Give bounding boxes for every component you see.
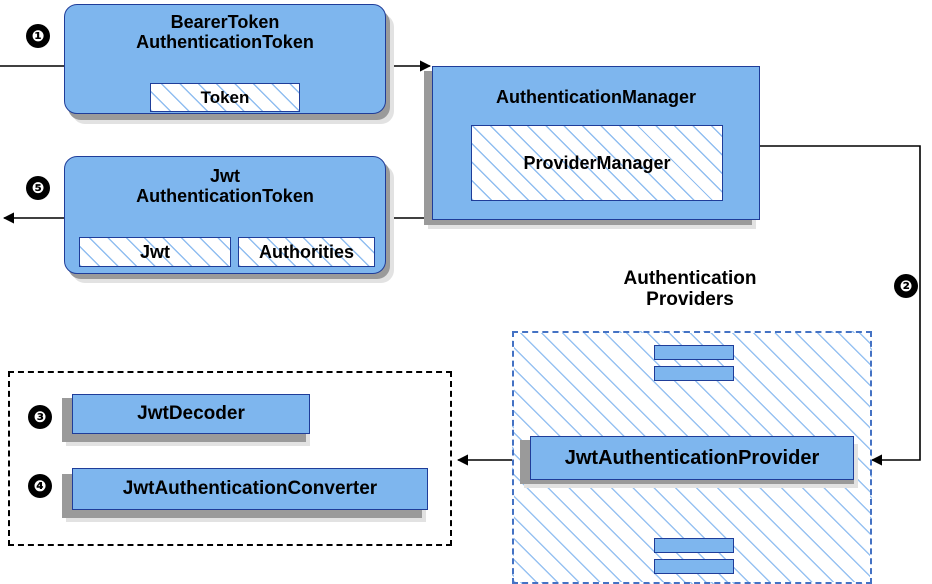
- node-jwt-authentication-converter[interactable]: JwtAuthenticationConverter: [72, 468, 428, 510]
- jwt-auth-token-title: Jwt AuthenticationToken: [136, 166, 314, 207]
- step-marker-3: ❸: [28, 405, 52, 429]
- provider-stack-bar-bottom-2: [654, 559, 734, 574]
- provider-stack-bar-top-1: [654, 345, 734, 360]
- bearer-token-field-token: Token: [150, 83, 300, 112]
- authentication-manager-title: AuthenticationManager: [495, 87, 696, 107]
- step-marker-5: ❺: [26, 176, 50, 200]
- authentication-providers-label: Authentication Providers: [623, 268, 757, 311]
- arrow-manager-to-provider: [760, 145, 921, 466]
- jwt-support-components-container: [8, 371, 452, 546]
- jwt-auth-provider-title: JwtAuthenticationProvider: [564, 446, 820, 469]
- node-jwt-authentication-provider[interactable]: JwtAuthenticationProvider: [530, 436, 854, 480]
- provider-manager-label: ProviderManager: [523, 152, 671, 173]
- jwt-auth-token-field-authorities: Authorities: [238, 237, 375, 267]
- step-marker-1: ❶: [26, 24, 50, 48]
- jwt-auth-token-field-jwt: Jwt: [79, 237, 231, 267]
- bearer-token-field-token-label: Token: [200, 87, 250, 107]
- jwt-field-label: Jwt: [139, 241, 170, 262]
- node-jwt-authentication-token[interactable]: Jwt AuthenticationToken Jwt Authorities: [64, 156, 386, 274]
- node-jwt-decoder[interactable]: JwtDecoder: [72, 394, 310, 434]
- bearer-token-title: BearerToken AuthenticationToken: [136, 12, 314, 53]
- node-authentication-manager[interactable]: AuthenticationManager ProviderManager: [432, 66, 760, 220]
- provider-stack-bar-top-2: [654, 366, 734, 381]
- jwt-auth-converter-title: JwtAuthenticationConverter: [122, 478, 378, 500]
- authorities-field-label: Authorities: [258, 241, 354, 262]
- step-marker-2: ❷: [894, 274, 918, 298]
- authentication-manager-field-provider-manager: ProviderManager: [471, 125, 723, 201]
- provider-stack-bar-bottom-1: [654, 538, 734, 553]
- step-marker-4: ❹: [28, 474, 52, 498]
- jwt-decoder-title: JwtDecoder: [137, 403, 245, 425]
- node-bearer-token-authentication-token[interactable]: BearerToken AuthenticationToken Token: [64, 4, 386, 114]
